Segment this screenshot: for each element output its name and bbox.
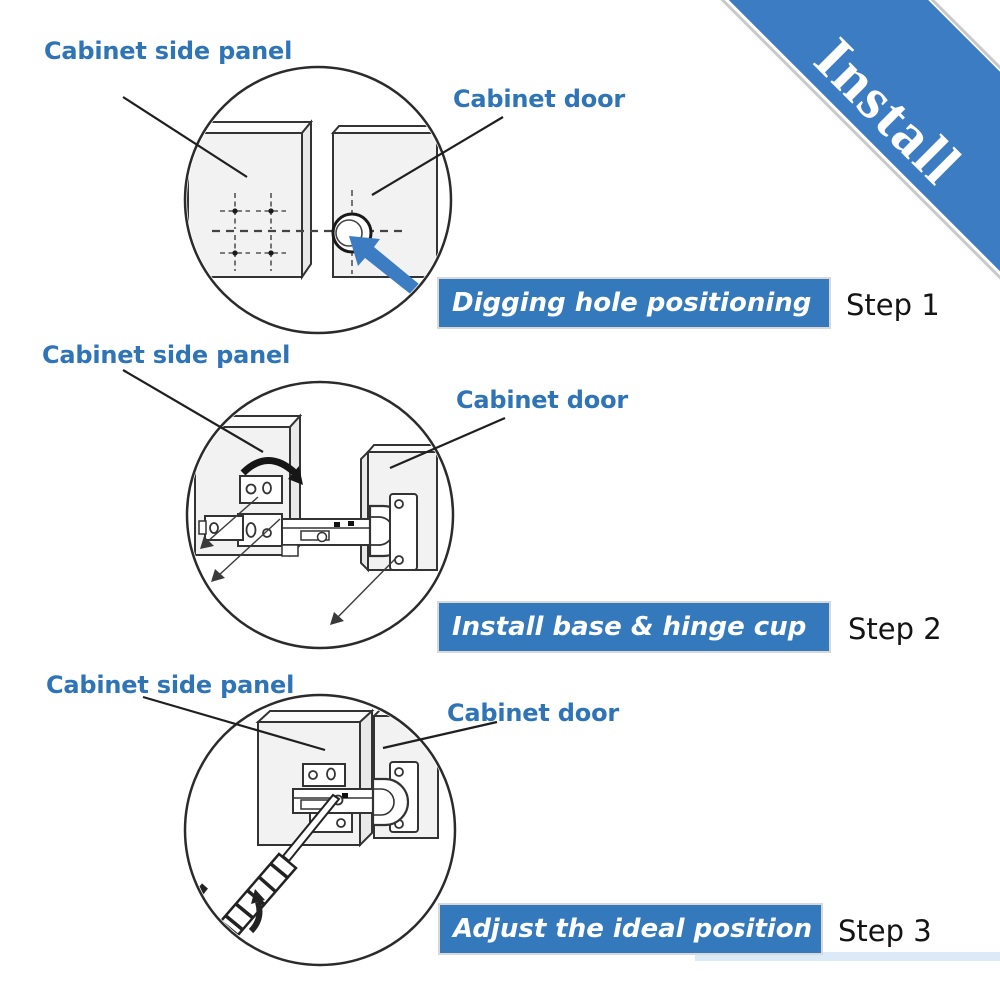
step3-banner: Adjust the ideal position: [438, 903, 823, 955]
step1-circle-content: [187, 119, 446, 304]
step1-door-label: Cabinet door: [453, 85, 625, 113]
leader-line: [371, 116, 504, 196]
step2-diagram: [122, 369, 506, 650]
step1-caption: Step 1: [846, 288, 940, 322]
curved-arrow-icon: [240, 457, 303, 485]
blue-arrow-icon: [349, 236, 431, 304]
step1-diagram: [122, 65, 504, 335]
step1-circle-outline: [183, 65, 453, 335]
step3-side-panel-label: Cabinet side panel: [46, 671, 295, 699]
leader-line: [142, 695, 326, 752]
hinge-cup: [368, 493, 418, 571]
step2-circle-outline: [185, 380, 455, 650]
step2-door-label: Cabinet door: [456, 386, 628, 414]
leader-line: [382, 720, 498, 750]
pointer-arrows: [200, 496, 399, 625]
side-panel-drawing: [187, 119, 314, 281]
step3-circle-content: [190, 708, 447, 943]
step2-banner: Install base & hinge cup: [437, 601, 831, 653]
step3-caption: Step 3: [838, 914, 932, 948]
step2-circle-content: [192, 413, 446, 625]
leader-line: [122, 369, 264, 453]
step3-door-label: Cabinet door: [447, 699, 619, 727]
hinge-arm: [281, 518, 371, 557]
step2-caption: Step 2: [848, 612, 942, 646]
hinge-base-plate: [198, 475, 283, 547]
step1-banner: Digging hole positioning: [437, 277, 831, 329]
step2-side-panel-label: Cabinet side panel: [42, 341, 291, 369]
drill-position-dots: [232, 208, 274, 256]
step1-side-panel-label: Cabinet side panel: [44, 37, 293, 65]
step3-circle-outline: [183, 693, 457, 967]
door-drawing: [330, 125, 446, 278]
leader-line: [389, 416, 506, 470]
bottom-edge-artifact: [695, 952, 1000, 961]
leader-line: [122, 96, 248, 178]
